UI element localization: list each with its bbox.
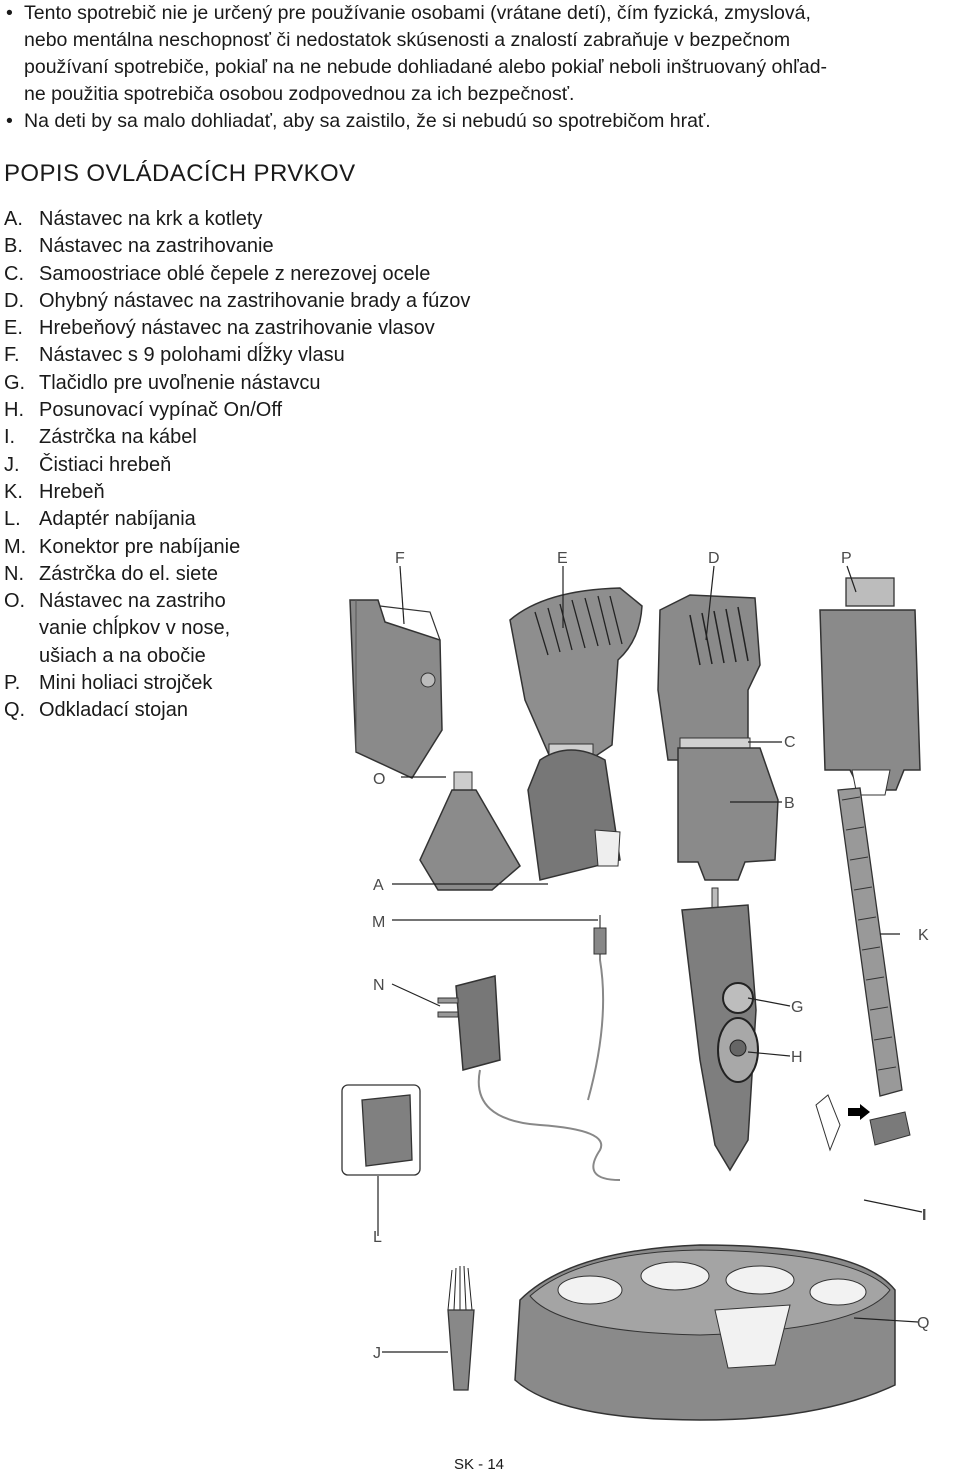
part-item: L. Adaptér nabíjania bbox=[4, 506, 470, 533]
part-description: Posunovací vypínač On/Off bbox=[39, 399, 283, 422]
part-description: Odkladací stojan bbox=[39, 699, 188, 722]
diagram-label-e: E bbox=[557, 550, 568, 567]
diagram-label-q: Q bbox=[917, 1315, 929, 1332]
stand-q-drawing bbox=[514, 1244, 896, 1421]
part-description: ušiach a na obočie bbox=[39, 644, 206, 667]
safety-note-2: • Na deti by sa malo dohliadať, aby sa z… bbox=[6, 108, 956, 135]
part-item: B. Nástavec na zastrihovanie bbox=[4, 233, 470, 260]
note-line: nebo mentálna neschopnosť či nedostatok … bbox=[24, 29, 791, 51]
diagram-label-g: G bbox=[791, 999, 803, 1016]
part-letter: B. bbox=[4, 235, 23, 258]
note-line: používaní spotrebiče, pokiaľ na ne nebud… bbox=[24, 56, 828, 78]
part-item: M. Konektor pre nabíjanie bbox=[4, 534, 470, 561]
diagram-label-d: D bbox=[708, 550, 720, 567]
attachment-a-drawing bbox=[527, 743, 621, 881]
attachment-d-drawing bbox=[657, 594, 761, 761]
part-letter: A. bbox=[4, 208, 23, 230]
part-letter: I. bbox=[4, 426, 16, 449]
part-description: Ohybný nástavec na zastrihovanie brady a… bbox=[39, 289, 471, 312]
bullet-marker: • bbox=[6, 2, 13, 24]
part-item: D. Ohybný nástavec na zastrihovanie brady… bbox=[4, 288, 470, 315]
diagram-label-c: C bbox=[784, 734, 796, 751]
comb-k-drawing bbox=[837, 787, 903, 1097]
part-letter: L. bbox=[4, 508, 21, 531]
part-description: Nástavec na krk a kotlety bbox=[39, 208, 263, 230]
part-description: Zástrčka na kábel bbox=[39, 426, 197, 449]
part-description: Samoostriace oblé čepele z nerezovej oce… bbox=[39, 262, 431, 285]
part-letter: G. bbox=[4, 371, 26, 394]
cable-plug-inset-i-drawing bbox=[815, 1094, 911, 1152]
part-letter: N. bbox=[4, 562, 24, 585]
part-description: Tlačidlo pre uvoľnenie nástavcu bbox=[39, 371, 321, 394]
part-letter: C. bbox=[4, 262, 24, 285]
diagram-label-f: F bbox=[395, 550, 405, 567]
part-letter: F. bbox=[4, 344, 20, 367]
part-description: Adaptér nabíjania bbox=[39, 508, 196, 531]
part-item: N. Zástrčka do el. siete bbox=[4, 561, 470, 588]
part-letter: O. bbox=[4, 590, 26, 613]
brush-j-drawing bbox=[447, 1265, 475, 1391]
part-description: Zástrčka do el. siete bbox=[39, 562, 218, 585]
part-description: Nástavec na zastrihovanie bbox=[39, 235, 274, 258]
bullet-marker: • bbox=[6, 110, 13, 132]
diagram-label-i: I bbox=[922, 1207, 926, 1224]
part-description: Hrebeň bbox=[39, 480, 105, 503]
charger-inset-l-drawing bbox=[341, 1084, 421, 1176]
part-letter: P. bbox=[4, 672, 21, 695]
note-line: ne použitia spotrebiča osobou zodpovedno… bbox=[24, 83, 575, 105]
trimmer-body-drawing bbox=[681, 887, 759, 1172]
part-description: Nástavec na zastriho bbox=[39, 590, 226, 613]
part-item: H. Posunovací vypínač On/Off bbox=[4, 397, 470, 424]
part-description: Konektor pre nabíjanie bbox=[39, 535, 241, 558]
part-description: Čistiaci hrebeň bbox=[39, 453, 172, 476]
part-letter: M. bbox=[4, 535, 27, 558]
diagram-label-n: N bbox=[373, 977, 385, 994]
part-item: F. Nástavec s 9 polohami dĺžky vlasu bbox=[4, 342, 470, 369]
attachment-o-drawing bbox=[419, 771, 521, 891]
leader-lines bbox=[377, 565, 923, 1353]
attachment-f-drawing bbox=[349, 599, 443, 779]
part-item: O. Nástavec na zastriho vanie chĺpkov v no… bbox=[4, 588, 470, 670]
section-heading: POPIS OVLÁDACÍCH PRVKOV bbox=[4, 160, 356, 187]
mini-shaver-p-drawing bbox=[819, 577, 921, 796]
part-item: J. Čistiaci hrebeň bbox=[4, 452, 470, 479]
part-description: Nástavec s 9 polohami dĺžky vlasu bbox=[39, 344, 345, 367]
diagram-label-a: A bbox=[373, 877, 384, 894]
attachment-e-drawing bbox=[509, 587, 643, 782]
note-line: Na deti by sa malo dohliadať, aby sa zai… bbox=[24, 110, 711, 132]
part-description: Hrebeňový nástavec na zastrihovanie vlas… bbox=[39, 317, 435, 340]
safety-note-1: • Tento spotrebič nie je určený pre použ… bbox=[6, 0, 956, 108]
part-letter: E. bbox=[4, 317, 23, 340]
diagram-label-k: K bbox=[918, 927, 929, 944]
page-number: SK - 14 bbox=[454, 1456, 505, 1473]
part-letter: D. bbox=[4, 289, 24, 312]
charger-n-drawing bbox=[437, 915, 621, 1181]
part-letter: J. bbox=[4, 453, 20, 476]
part-item: E. Hrebeňový nástavec na zastrihovanie vl… bbox=[4, 315, 470, 342]
diagram-label-l: L bbox=[373, 1229, 382, 1246]
part-item: I. Zástrčka na kábel bbox=[4, 424, 470, 451]
part-item: Q. Odkladací stojan bbox=[4, 697, 470, 724]
attachment-b-drawing bbox=[677, 737, 779, 881]
part-item: C. Samoostriace oblé čepele z nerezovej o… bbox=[4, 261, 470, 288]
part-item: K. Hrebeň bbox=[4, 479, 470, 506]
diagram-label-m: M bbox=[372, 914, 385, 931]
part-letter: H. bbox=[4, 399, 24, 422]
diagram-label-h: H bbox=[791, 1049, 803, 1066]
diagram-label-o: O bbox=[373, 771, 385, 788]
part-description: vanie chĺpkov v nose, bbox=[39, 617, 231, 640]
part-item: G. Tlačidlo pre uvoľnenie nástavcu bbox=[4, 370, 470, 397]
diagram-label-j: J bbox=[373, 1345, 381, 1362]
part-item: A. Nástavec na krk a kotlety bbox=[4, 206, 470, 233]
note-line: Tento spotrebič nie je určený pre použív… bbox=[24, 2, 811, 24]
safety-notes: • Tento spotrebič nie je určený pre použ… bbox=[6, 0, 956, 135]
diagram-label-p: P bbox=[841, 550, 852, 567]
part-description: Mini holiaci strojček bbox=[39, 672, 213, 695]
part-item: P. Mini holiaci strojček bbox=[4, 670, 470, 697]
part-letter: Q. bbox=[4, 699, 26, 722]
part-letter: K. bbox=[4, 480, 23, 503]
diagram-label-b: B bbox=[784, 795, 795, 812]
